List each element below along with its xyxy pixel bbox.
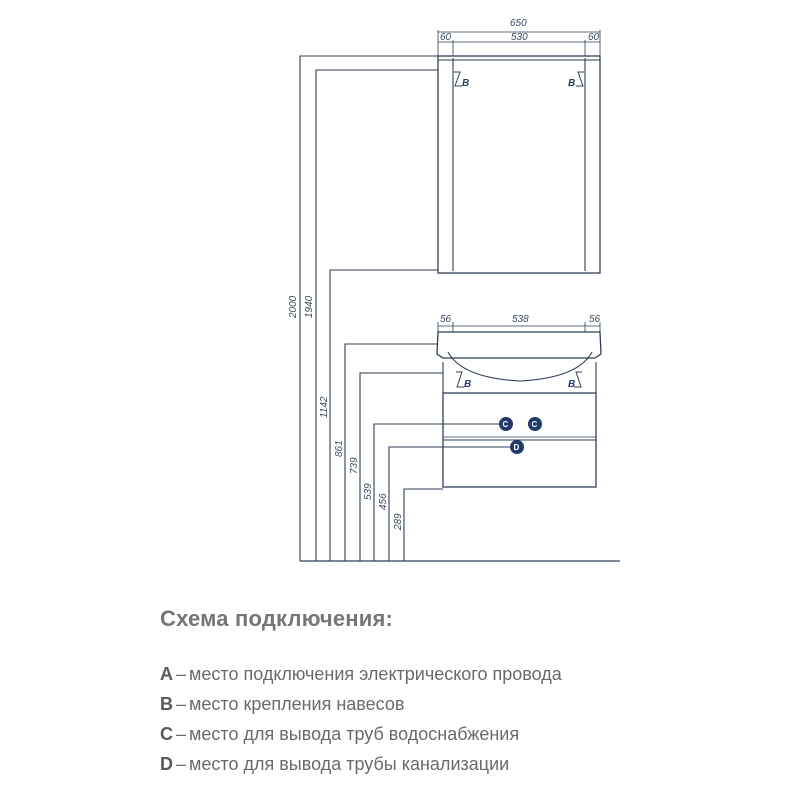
legend-key: A — [160, 664, 173, 684]
height-label-1940: 1940 — [304, 295, 315, 318]
height-label-289: 289 — [393, 513, 404, 531]
svg-text:D: D — [514, 443, 520, 452]
drain-pipe-dot: D — [510, 440, 524, 454]
water-pipe-dot-left: C — [499, 417, 513, 431]
legend-title: Схема подключения: — [160, 606, 394, 631]
legend-text: место крепления навесов — [189, 694, 405, 714]
hanger-mark-left-top — [454, 71, 462, 87]
mark-b-top-left: B — [462, 78, 469, 89]
mark-b-bottom-left: B — [464, 379, 471, 390]
hanger-mark-right-bottom — [574, 371, 582, 388]
height-label-861: 861 — [334, 440, 345, 457]
mark-b-top-right: B — [568, 78, 575, 89]
top-width-dimension — [437, 30, 601, 56]
dim-vanity-side-left: 56 — [440, 314, 452, 325]
hanger-mark-right-top — [576, 71, 584, 87]
legend-text: место подключения электрического провода — [189, 664, 562, 684]
height-dimension-lines — [299, 55, 620, 562]
dim-top-side-left: 60 — [440, 32, 452, 43]
legend-item-a: A–место подключения электрического прово… — [160, 664, 562, 684]
legend-text: место для вывода труб водоснабжения — [189, 724, 520, 744]
dim-top-overall: 650 — [510, 18, 527, 29]
connection-legend: Схема подключения: A–место подключения э… — [160, 606, 780, 779]
dim-top-inner: 530 — [511, 32, 528, 43]
legend-item-d: D–место для вывода трубы канализации — [160, 754, 510, 774]
svg-text:C: C — [532, 420, 538, 429]
dim-top-side-right: 60 — [588, 32, 600, 43]
mirror-cabinet — [437, 55, 601, 274]
hanger-mark-left-bottom — [456, 371, 464, 388]
height-label-739: 739 — [349, 457, 360, 474]
legend-key: D — [160, 754, 173, 774]
legend-item-b: B–место крепления навесов — [160, 694, 405, 714]
height-label-1142: 1142 — [319, 396, 330, 418]
legend-key: B — [160, 694, 173, 714]
legend-text: место для вывода трубы канализации — [189, 754, 510, 774]
mark-b-bottom-right: B — [568, 379, 575, 390]
legend-key: C — [160, 724, 173, 744]
height-label-2000: 2000 — [288, 295, 299, 319]
vanity-unit — [436, 331, 602, 488]
water-pipe-dot-right: C — [528, 417, 542, 431]
dim-vanity-side-right: 56 — [589, 314, 601, 325]
svg-text:C: C — [503, 420, 509, 429]
height-label-539: 539 — [363, 483, 374, 500]
height-label-456: 456 — [378, 493, 389, 510]
legend-item-c: C–место для вывода труб водоснабжения — [160, 724, 520, 744]
dim-vanity-inner: 538 — [512, 314, 529, 325]
vanity-width-dimension — [437, 322, 601, 332]
